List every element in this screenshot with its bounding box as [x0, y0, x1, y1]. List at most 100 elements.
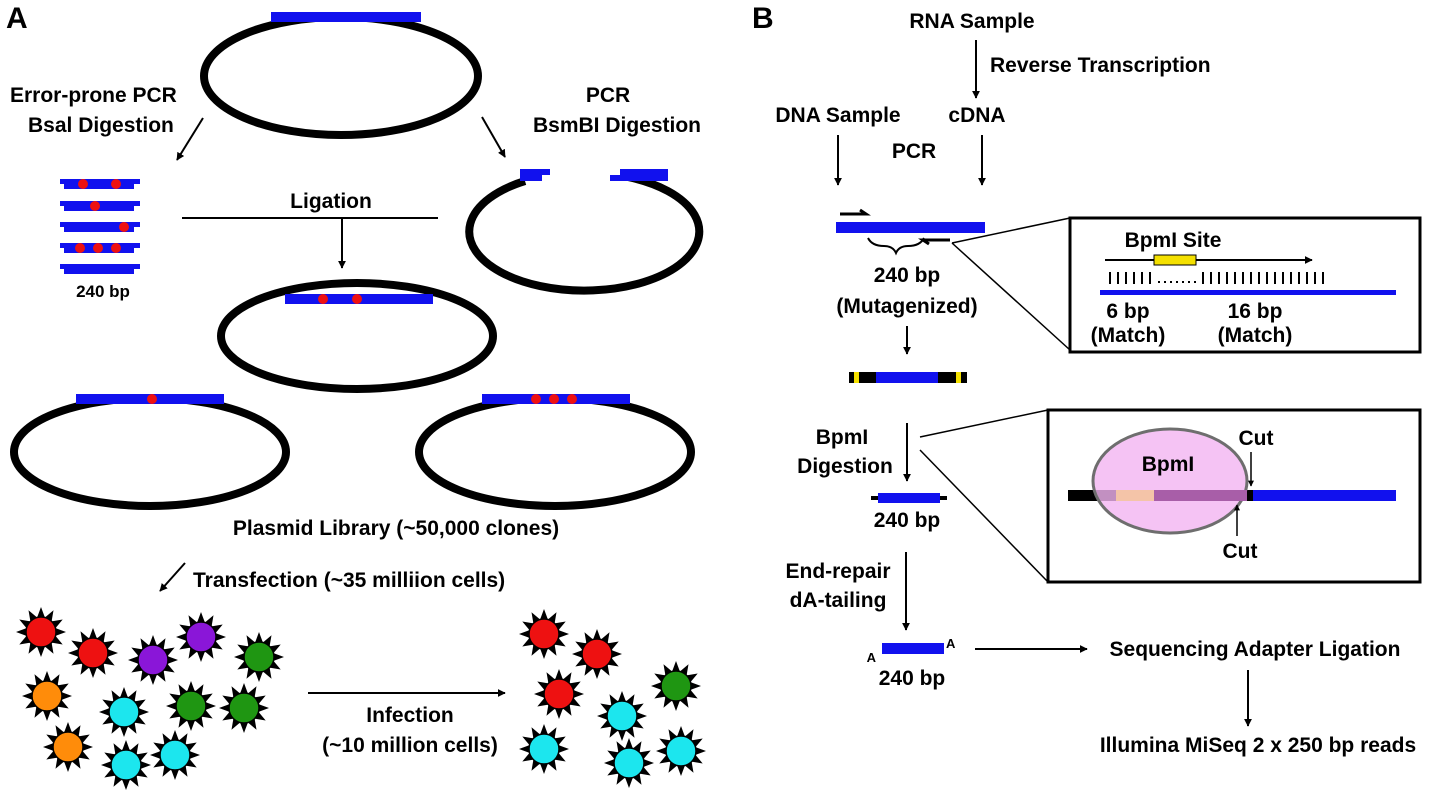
dna-sample-label: DNA Sample	[775, 104, 900, 127]
bpmi-enzyme	[1091, 427, 1249, 535]
amplicon-size-label: 240 bp	[874, 264, 941, 287]
cell	[572, 629, 622, 679]
zoom-line	[919, 409, 1049, 438]
mutation-dot	[111, 179, 121, 189]
arrow-pcr	[481, 116, 506, 158]
end-repair-label-2: dA-tailing	[790, 589, 887, 612]
rt-label: Reverse Transcription	[990, 54, 1211, 77]
a-overhang-right: A	[946, 636, 956, 651]
cell	[99, 687, 149, 737]
digested-size-label: 240 bp	[874, 509, 941, 532]
mutation-dot	[90, 201, 100, 211]
cut-top-label: Cut	[1239, 427, 1274, 450]
adapter-ligation-label: Sequencing Adapter Ligation	[1110, 638, 1401, 661]
fragment-size-label: 240 bp	[76, 282, 130, 301]
match-ticks-right	[1202, 272, 1324, 284]
tailed-fragment	[882, 643, 944, 654]
panel-b: B RNA Sample Reverse Transcription DNA S…	[752, 2, 1422, 757]
panel-a: A Error-prone PCR Bsal Digestion PCR Bsm…	[6, 2, 706, 790]
panel-b-label: B	[752, 2, 774, 35]
error-prone-label-1: Error-prone PCR	[10, 84, 177, 107]
amplicon-note-label: (Mutagenized)	[836, 295, 977, 318]
left-match-label: (Match)	[1091, 324, 1166, 347]
mutation-dot	[75, 243, 85, 253]
cell	[22, 671, 72, 721]
inset-digestion: BpmI Cut Cut	[1046, 408, 1422, 584]
right-bp-label: 16 bp	[1228, 300, 1283, 323]
pcr-amplicon	[836, 208, 985, 256]
cell	[43, 722, 93, 772]
cell	[128, 635, 178, 685]
pcr-label-b: PCR	[892, 140, 936, 163]
pcr-label-2: BsmBI Digestion	[533, 114, 701, 137]
transfected-cells	[16, 607, 284, 790]
mutation-dot	[93, 243, 103, 253]
cell	[234, 632, 284, 682]
tagged-amplicon	[849, 372, 967, 383]
rna-sample-label: RNA Sample	[909, 10, 1034, 33]
cdna-label: cDNA	[948, 104, 1005, 127]
cell	[219, 683, 269, 733]
bpmi-site-label: BpmI Site	[1125, 229, 1222, 252]
a-overhang-left: A	[867, 650, 877, 665]
infection-label-1: Infection	[366, 704, 454, 727]
cut-bottom-label: Cut	[1223, 540, 1258, 563]
arrow-error-prone	[176, 117, 204, 161]
digestion-label-1: BpmI	[816, 426, 869, 449]
cell	[166, 681, 216, 731]
transfection-label: Transfection (~35 milliion cells)	[193, 569, 505, 592]
forward-primer	[840, 208, 871, 216]
mutation-dot	[78, 179, 88, 189]
end-repair-label-1: End-repair	[785, 560, 890, 583]
zoom-line	[951, 217, 1071, 244]
cell	[519, 724, 569, 774]
inset-box	[1068, 216, 1422, 354]
linearized-vector	[465, 169, 704, 295]
inset-primer-design: BpmI Site 6 bp (Match) 16 bp (Match)	[1068, 216, 1422, 354]
cell	[176, 612, 226, 662]
cell	[534, 669, 584, 719]
reverse-primer	[918, 238, 950, 246]
tailed-size-label: 240 bp	[879, 667, 946, 690]
cell	[68, 628, 118, 678]
cell	[519, 609, 569, 659]
mutagenized-fragments	[60, 179, 140, 274]
panel-a-label: A	[6, 2, 28, 35]
library-plasmid	[415, 394, 695, 510]
error-prone-label-2: Bsal Digestion	[28, 114, 174, 137]
left-bp-label: 6 bp	[1106, 300, 1149, 323]
cell	[16, 607, 66, 657]
bpmi-site-box	[1153, 254, 1197, 266]
insert-segment	[271, 12, 421, 22]
arrow-transfection	[159, 562, 186, 592]
library-plasmid	[10, 394, 290, 510]
cell	[101, 740, 151, 790]
mutation-dot	[111, 243, 121, 253]
plasmid-template	[200, 12, 482, 139]
pcr-label-1: PCR	[586, 84, 630, 107]
cell	[651, 661, 701, 711]
match-ticks-left	[1109, 272, 1151, 284]
cell	[597, 691, 647, 741]
right-match-label: (Match)	[1218, 324, 1293, 347]
vector-ring	[465, 173, 704, 295]
cell	[150, 730, 200, 780]
infected-cells	[519, 609, 706, 788]
zoom-line	[919, 449, 1049, 583]
template-strand	[1100, 290, 1396, 295]
plasmid-ring	[200, 13, 482, 139]
sequencing-label: Illumina MiSeq 2 x 250 bp reads	[1100, 734, 1416, 757]
recognition-site	[1116, 490, 1154, 501]
enzyme-footprint	[1154, 490, 1247, 501]
digestion-label-2: Digestion	[797, 455, 893, 478]
cell	[604, 738, 654, 788]
library-label: Plasmid Library (~50,000 clones)	[233, 517, 559, 540]
amplicon-segment	[836, 222, 985, 233]
infection-label-2: (~10 million cells)	[322, 734, 498, 757]
zoom-line	[951, 242, 1071, 351]
cell	[656, 726, 706, 776]
library-plasmid	[217, 279, 497, 393]
digested-fragment	[871, 493, 947, 503]
enzyme-label: BpmI	[1142, 453, 1195, 476]
